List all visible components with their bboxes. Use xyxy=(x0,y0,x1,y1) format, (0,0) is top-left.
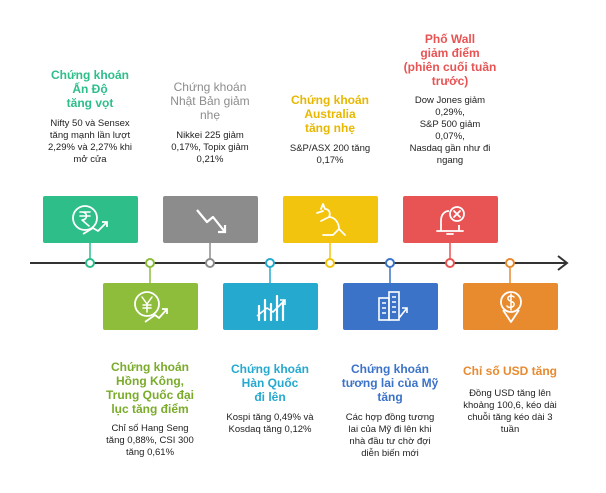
node-usfutures xyxy=(385,258,395,268)
hongkong-card xyxy=(103,283,198,330)
node-japan xyxy=(205,258,215,268)
bar-chart-up-icon xyxy=(256,294,286,321)
korea-card xyxy=(223,283,318,330)
rupee-growth-icon xyxy=(71,204,108,235)
india-title: Chứng khoán Ấn Độ tăng vọt xyxy=(50,68,130,110)
timeline-arrowhead xyxy=(557,255,569,271)
usd-desc: Đồng USD tăng lên khoảng 100,6, kéo dài … xyxy=(463,388,557,435)
japan-card xyxy=(163,196,258,243)
usd-card xyxy=(463,283,558,330)
korea-desc: Kospi tăng 0,49% và Kosdaq tăng 0,12% xyxy=(226,412,314,435)
yen-growth-icon xyxy=(133,290,168,323)
japan-desc: Nikkei 225 giảm 0,17%, Topix giảm 0,21% xyxy=(171,130,249,165)
australia-desc: S&P/ASX 200 tăng 0,17% xyxy=(289,143,371,166)
wallstreet-card xyxy=(403,196,498,243)
india-desc: Nifty 50 và Sensex tăng mạnh lần lượt 2,… xyxy=(48,118,132,165)
node-india xyxy=(85,258,95,268)
hongkong-title: Chứng khoán Hồng Kông, Trung Quốc đại lụ… xyxy=(105,360,194,416)
usfutures-title: Chứng khoán tương lai của Mỹ tăng xyxy=(341,362,439,404)
node-wallstreet xyxy=(445,258,455,268)
node-usd xyxy=(505,258,515,268)
bell-alert-icon xyxy=(435,205,465,235)
usfutures-card xyxy=(343,283,438,330)
australia-title: Chứng khoán Australia tăng nhẹ xyxy=(290,93,370,135)
usd-title: Chỉ số USD tăng xyxy=(462,364,557,378)
india-card xyxy=(43,196,138,243)
wallstreet-desc: Dow Jones giảm 0,29%, S&P 500 giảm 0,07%… xyxy=(409,95,491,166)
node-hongkong xyxy=(145,258,155,268)
node-australia xyxy=(325,258,335,268)
usfutures-desc: Các hợp đồng tương lai của Mỹ đi lên khi… xyxy=(345,412,435,459)
node-korea xyxy=(265,258,275,268)
kangaroo-icon xyxy=(315,202,346,236)
hongkong-desc: Chỉ số Hang Seng tăng 0,88%, CSI 300 tăn… xyxy=(106,423,194,458)
japan-title: Chứng khoán Nhật Bản giảm nhẹ xyxy=(170,80,250,122)
buildings-icon xyxy=(377,290,408,321)
australia-card xyxy=(283,196,378,243)
trend-down-icon xyxy=(195,208,226,233)
wallstreet-title: Phố Wall giảm điểm (phiên cuối tuần trướ… xyxy=(403,32,497,88)
dollar-badge-icon xyxy=(499,290,522,323)
korea-title: Chứng khoán Hàn Quốc đi lên xyxy=(230,362,310,404)
